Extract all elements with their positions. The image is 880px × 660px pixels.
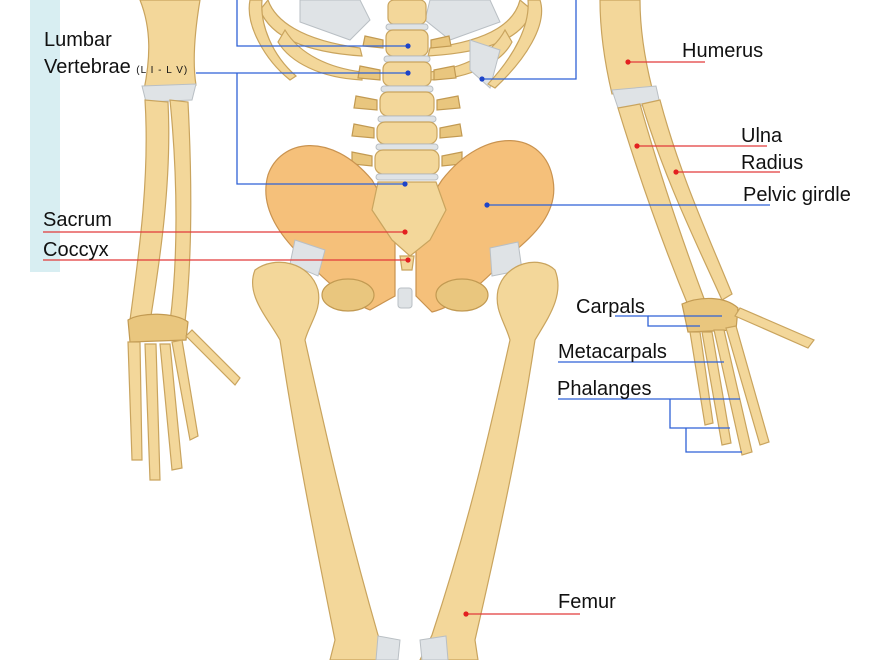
pelvis bbox=[265, 140, 555, 313]
label-sacrum: Sacrum bbox=[43, 209, 112, 231]
label-lumbar-line2: Vertebrae (L I - L V) bbox=[44, 57, 188, 77]
label-radius: Radius bbox=[741, 152, 804, 174]
label-humerus: Humerus bbox=[682, 40, 764, 62]
label-pelvic-girdle: Pelvic girdle bbox=[743, 184, 851, 206]
label-phalanges: Phalanges bbox=[557, 378, 652, 400]
label-ulna: Ulna bbox=[741, 125, 783, 147]
label-lumbar-line1: Lumbar bbox=[44, 29, 112, 51]
label-carpals: Carpals bbox=[576, 296, 645, 318]
leader-carpals bbox=[615, 315, 700, 327]
label-coccyx: Coccyx bbox=[43, 239, 109, 261]
markers bbox=[402, 43, 679, 617]
region-band bbox=[30, 0, 60, 272]
femurs bbox=[252, 239, 559, 660]
right-arm bbox=[599, 0, 815, 456]
label-lumbar-vertebrae: Vertebrae bbox=[44, 56, 131, 78]
label-metacarpals: Metacarpals bbox=[558, 341, 667, 363]
left-arm bbox=[127, 0, 241, 481]
label-femur: Femur bbox=[558, 591, 616, 613]
label-lumbar-range: (L I - L V) bbox=[136, 65, 189, 76]
